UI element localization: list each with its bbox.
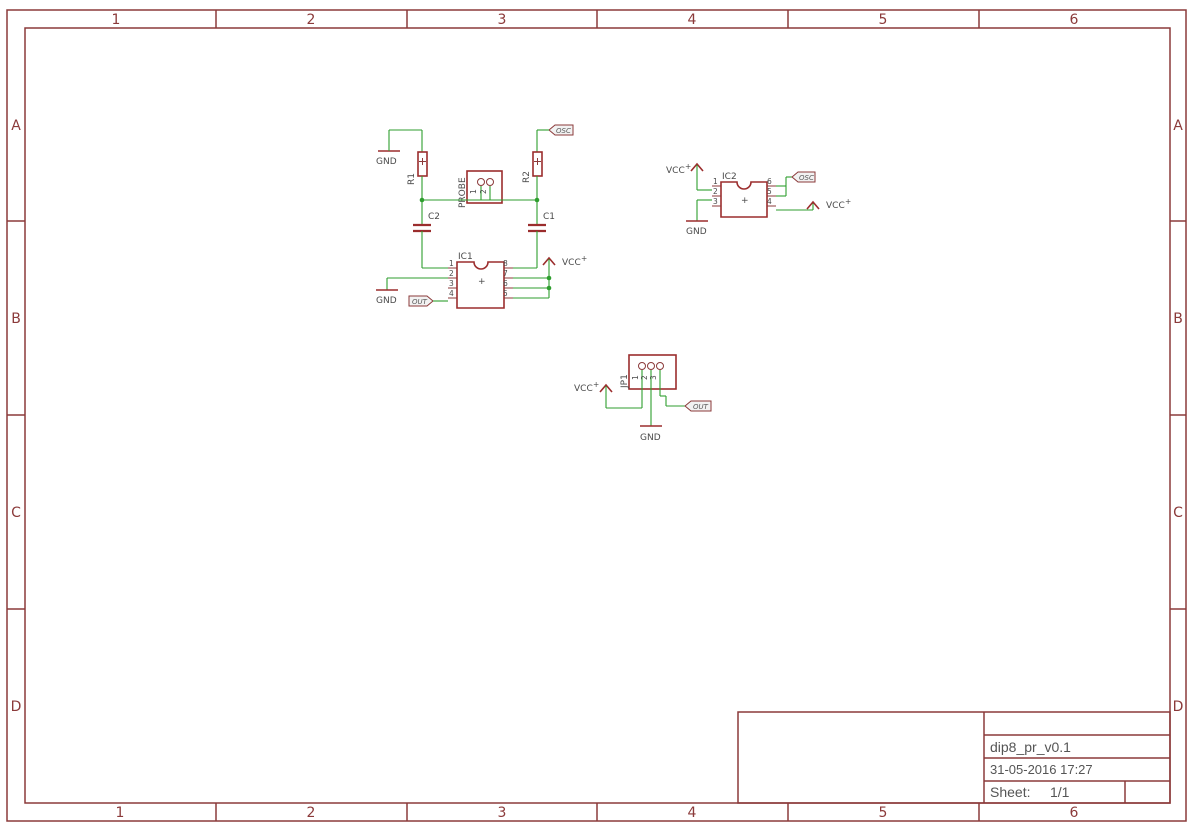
gnd-label-ic2: GND: [686, 227, 707, 237]
ic1-pin-1: 1: [449, 259, 454, 268]
title-block: [737, 711, 1171, 804]
title-block-sheet-value: 1/1: [1050, 784, 1070, 800]
r1-label: R1: [407, 173, 417, 185]
probe-pin-1: 1: [469, 189, 478, 194]
vcc-plus-ic2-left: +: [685, 162, 691, 171]
ic2-device[interactable]: [712, 181, 776, 218]
column-label-5-top: 5: [879, 12, 888, 28]
column-label-4-bottom: 4: [688, 805, 697, 821]
ic2-pin-4: 4: [767, 197, 772, 206]
column-label-1-bottom: 1: [116, 805, 125, 821]
jp1-connector[interactable]: [628, 354, 677, 426]
jp1-pin-1: 1: [631, 375, 640, 380]
ic2-plus: +: [741, 196, 749, 206]
column-label-3-top: 3: [498, 12, 507, 28]
jp1-pin-3: 3: [649, 375, 658, 380]
gnd-symbol-ic1: [376, 277, 448, 291]
column-label-6-top: 6: [1070, 12, 1079, 28]
column-label-3-bottom: 3: [498, 805, 507, 821]
row-label-c-right: C: [1173, 505, 1183, 521]
jp1-pin-2: 2: [640, 375, 649, 380]
ic1-label: IC1: [458, 252, 473, 262]
vcc-plus-jp1: +: [593, 380, 599, 389]
osc-net-flag-r2[interactable]: [536, 124, 574, 152]
ic1-pin-2: 2: [449, 269, 454, 278]
gnd-label-ic1: GND: [376, 296, 397, 306]
title-block-name: dip8_pr_v0.1: [990, 739, 1071, 755]
row-label-a-left: A: [11, 118, 21, 134]
ic1-dip8[interactable]: [448, 261, 513, 309]
vcc-label-jp1: VCC: [574, 384, 593, 394]
row-label-d-right: D: [1173, 699, 1184, 715]
vcc-symbol-ic2-right: [776, 200, 820, 211]
vcc-label-ic2-left: VCC: [666, 166, 685, 176]
row-label-d-left: D: [11, 699, 22, 715]
resistor-r2[interactable]: [532, 151, 543, 200]
ic1-pin-4: 4: [449, 289, 454, 298]
ic1-pin-8: 8: [503, 259, 508, 268]
ic2-pin-1: 1: [713, 177, 718, 186]
column-label-6-bottom: 6: [1070, 805, 1079, 821]
ic1-pin-3: 3: [449, 279, 454, 288]
column-label-2-top: 2: [307, 12, 316, 28]
osc-net-flag-ic2[interactable]: [776, 171, 816, 197]
jp1-label: JP1: [620, 374, 630, 389]
vcc-symbol-ic2-left: [690, 162, 712, 191]
ic2-pin-2: 2: [713, 187, 718, 196]
gnd-label-jp1: GND: [640, 433, 661, 443]
row-label-a-right: A: [1173, 118, 1183, 134]
column-label-1-top: 1: [112, 12, 121, 28]
r2-label: R2: [522, 171, 532, 183]
ic2-pin-5: 5: [767, 187, 772, 196]
vcc-plus-ic1: +: [581, 254, 587, 263]
column-label-4-top: 4: [688, 12, 697, 28]
title-block-sheet-label: Sheet:: [990, 784, 1030, 800]
gnd-symbol-ic2: [686, 199, 712, 222]
probe-pin-2: 2: [479, 189, 488, 194]
gnd-symbol-r1: [378, 129, 423, 152]
ic2-pin-6: 6: [767, 177, 772, 186]
column-label-2-bottom: 2: [307, 805, 316, 821]
probe-connector[interactable]: [466, 170, 503, 204]
ic1-pin-6: 6: [503, 279, 508, 288]
osc-net-label-r2: OSC: [556, 127, 571, 135]
title-block-date: 31-05-2016 17:27: [990, 762, 1093, 777]
capacitor-c2[interactable]: [413, 200, 457, 269]
c2-label: C2: [428, 212, 440, 222]
vcc-label-ic2-right: VCC: [826, 201, 845, 211]
out-net-flag-jp1[interactable]: [660, 395, 712, 412]
ic2-label: IC2: [722, 172, 737, 182]
row-label-b-left: B: [11, 311, 21, 327]
resistor-r1[interactable]: [417, 151, 428, 200]
vcc-symbol-jp1: [599, 383, 643, 409]
vcc-symbol-ic1: [513, 256, 556, 299]
vcc-label-ic1: VCC: [562, 258, 581, 268]
ic2-pin-3: 3: [713, 197, 718, 206]
capacitor-c1[interactable]: [504, 200, 546, 269]
out-net-label-ic1: OUT: [412, 298, 428, 306]
probe-label: PROBE: [458, 177, 468, 208]
osc-net-label-ic2: OSC: [799, 174, 814, 182]
drawing-frame: [6, 9, 1187, 822]
vcc-plus-ic2-right: +: [845, 197, 851, 206]
ic1-pin-7: 7: [503, 269, 508, 278]
out-net-flag-ic1[interactable]: [408, 295, 448, 307]
ic1-plus: +: [478, 277, 486, 287]
out-net-label-jp1: OUT: [693, 403, 709, 411]
column-label-5-bottom: 5: [879, 805, 888, 821]
row-label-b-right: B: [1173, 311, 1183, 327]
c1-label: C1: [543, 212, 555, 222]
gnd-label-r1: GND: [376, 157, 397, 167]
row-label-c-left: C: [11, 505, 21, 521]
ic1-pin-5: 5: [503, 289, 508, 298]
